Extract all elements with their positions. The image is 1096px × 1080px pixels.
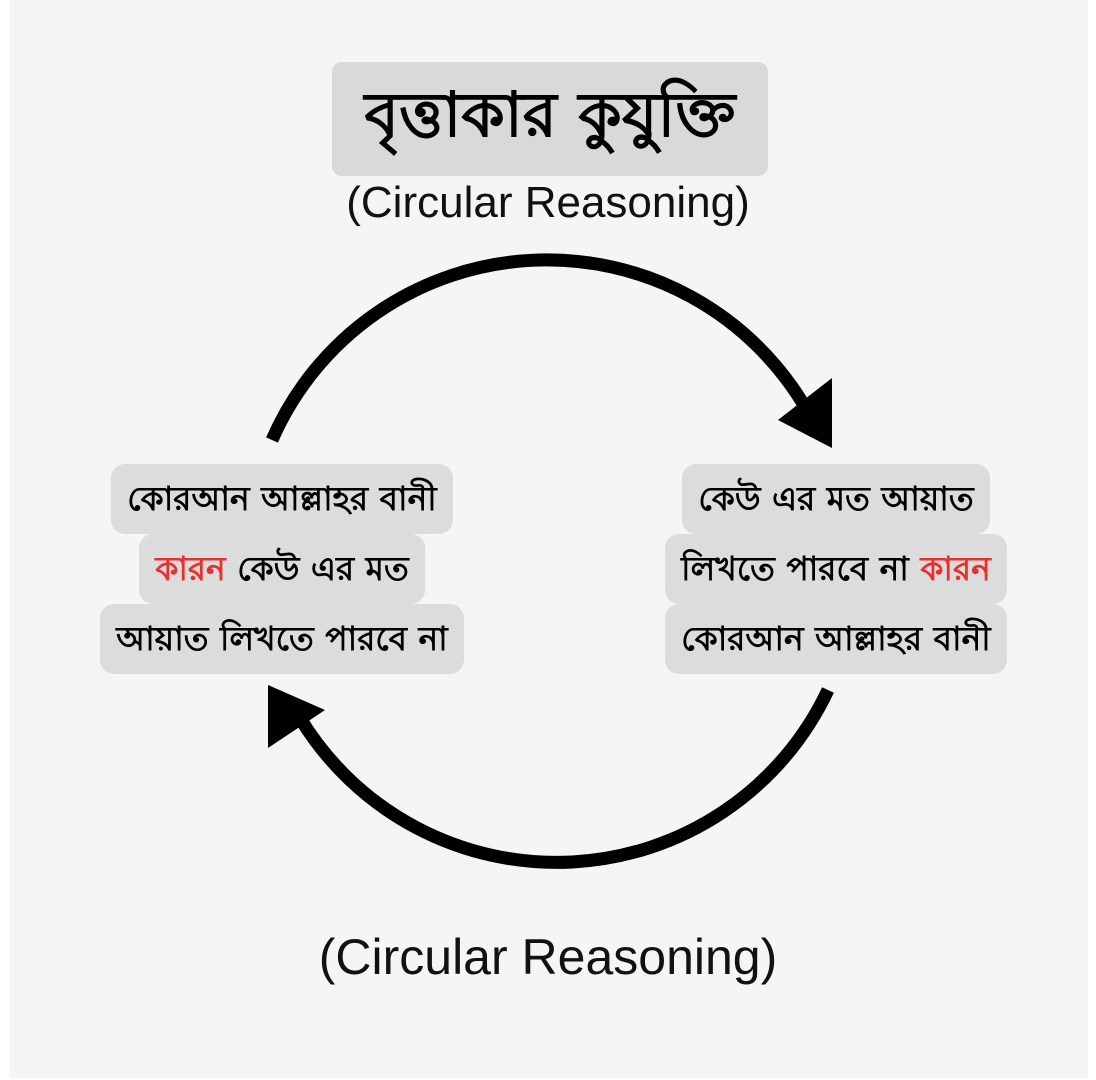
subtitle-bottom: (Circular Reasoning): [318, 929, 778, 985]
left-line-2: কারন কেউ এর মত: [139, 534, 425, 604]
arrow-top-arc: [266, 253, 814, 443]
left-line-3: আয়াত লিখতে পারবে না: [100, 604, 464, 674]
right-line-2: লিখতে পারবে না কারন: [665, 534, 1007, 604]
arrow-bottom-arc: [294, 687, 834, 869]
left-because: কারন: [155, 549, 226, 588]
left-line-2-rest: কেউ এর মত: [225, 549, 409, 588]
title-box: বৃত্তাকার কুযুক্তি: [332, 62, 768, 176]
right-line-2-start: লিখতে পারবে না: [681, 549, 921, 588]
title: বৃত্তাকার কুযুক্তি: [364, 77, 736, 151]
arrow-head-left: [268, 685, 325, 748]
premise-box-left: কোরআন আল্লাহর বানী কারন কেউ এর মত আয়াত …: [42, 455, 522, 683]
left-line-1: কোরআন আল্লাহর বানী: [111, 464, 453, 534]
subtitle-top: (Circular Reasoning): [346, 178, 750, 227]
premise-box-right: কেউ এর মত আয়াত লিখতে পারবে না কারন কোরআ…: [600, 455, 1072, 683]
arrow-head-right: [778, 378, 832, 448]
right-line-1: কেউ এর মত আয়াত: [682, 464, 990, 534]
right-because: কারন: [920, 549, 991, 588]
right-line-3: কোরআন আল্লাহর বানী: [665, 604, 1007, 674]
